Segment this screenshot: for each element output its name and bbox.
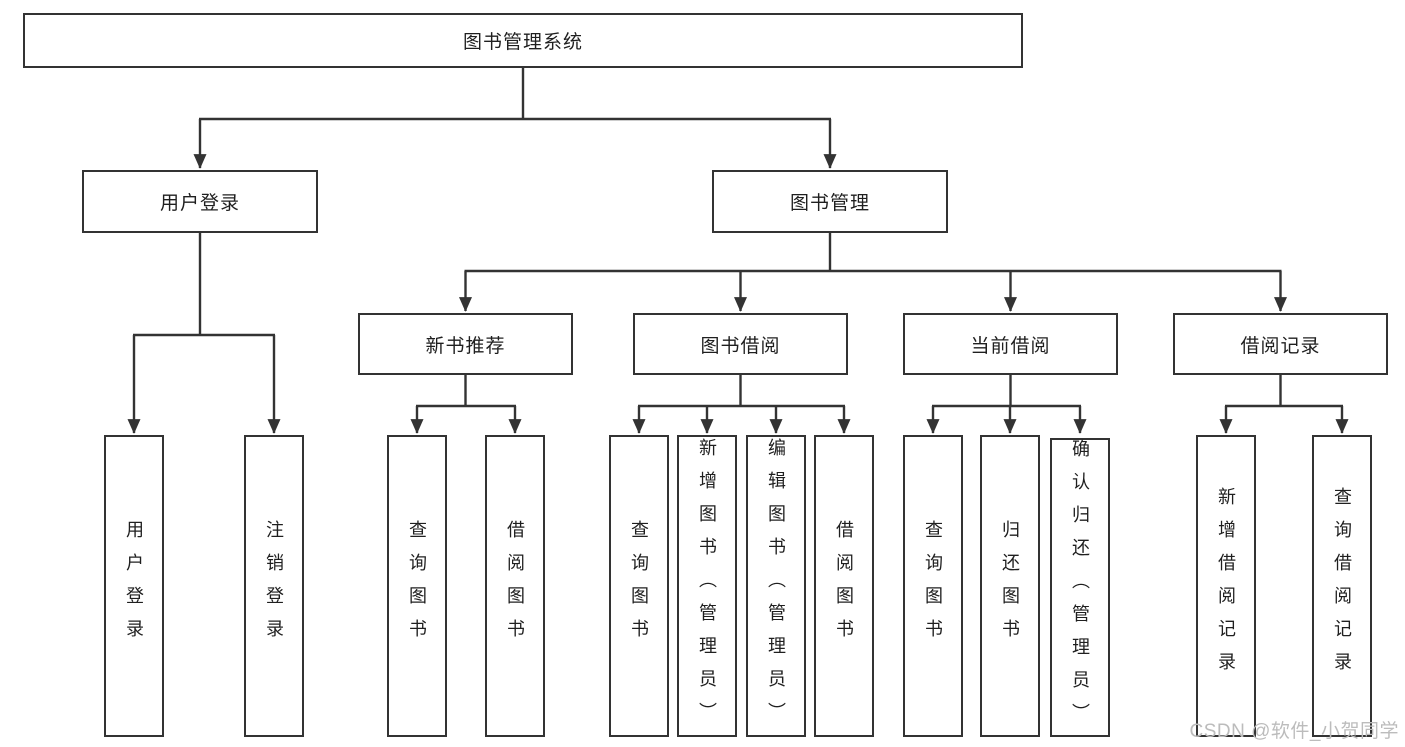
node-user-login: 用户登录 xyxy=(82,170,318,233)
node-label: 借阅记录 xyxy=(1240,335,1321,357)
node-label: 新增借阅记录 xyxy=(1216,487,1236,685)
node-label: 查询图书 xyxy=(629,520,649,652)
node-borrow-records: 借阅记录 xyxy=(1173,313,1388,375)
leaf-add-borrow-record: 新增借阅记录 xyxy=(1196,435,1256,737)
node-library-management-system: 图书管理系统 xyxy=(23,13,1023,68)
node-label: 新书推荐 xyxy=(425,335,506,357)
node-label: 借阅图书 xyxy=(505,520,525,652)
leaf-borrow-books: 借阅图书 xyxy=(814,435,874,737)
leaf-edit-books-admin: 编辑图书（管理员） xyxy=(746,435,806,737)
node-label: 图书管理 xyxy=(789,193,870,214)
node-label: 编辑图书（管理员） xyxy=(766,437,786,735)
node-label: 用户登录 xyxy=(124,520,144,652)
leaf-query-books-recommend: 查询图书 xyxy=(387,435,447,737)
leaf-return-books: 归还图书 xyxy=(980,435,1040,737)
node-label: 用户登录 xyxy=(159,193,240,214)
node-label: 确认归还（管理员） xyxy=(1070,439,1090,736)
node-label: 查询图书 xyxy=(923,520,943,652)
node-book-borrow: 图书借阅 xyxy=(633,313,848,375)
leaf-query-books-borrow: 查询图书 xyxy=(609,435,669,737)
leaf-query-books-current: 查询图书 xyxy=(903,435,963,737)
node-current-borrow: 当前借阅 xyxy=(903,313,1118,375)
leaf-user-login: 用户登录 xyxy=(104,435,164,737)
leaf-logout-login: 注销登录 xyxy=(244,435,304,737)
csdn-watermark: CSDN @软件_小贺同学 xyxy=(1189,721,1399,742)
node-new-book-recommend: 新书推荐 xyxy=(358,313,573,375)
node-label: 图书管理系统 xyxy=(462,32,583,53)
node-label: 归还图书 xyxy=(1000,520,1020,652)
node-label: 新增图书（管理员） xyxy=(697,437,717,735)
leaf-confirm-return-admin: 确认归还（管理员） xyxy=(1050,438,1110,737)
node-label: 查询图书 xyxy=(407,520,427,652)
node-label: 查询借阅记录 xyxy=(1332,487,1352,685)
leaf-borrow-books-recommend: 借阅图书 xyxy=(485,435,545,737)
leaf-add-books-admin: 新增图书（管理员） xyxy=(677,435,737,737)
node-label: 借阅图书 xyxy=(834,520,854,652)
node-label: 图书借阅 xyxy=(700,335,781,357)
node-book-management: 图书管理 xyxy=(712,170,948,233)
node-label: 注销登录 xyxy=(264,520,284,652)
leaf-query-borrow-record: 查询借阅记录 xyxy=(1312,435,1372,737)
node-label: 当前借阅 xyxy=(970,335,1051,357)
